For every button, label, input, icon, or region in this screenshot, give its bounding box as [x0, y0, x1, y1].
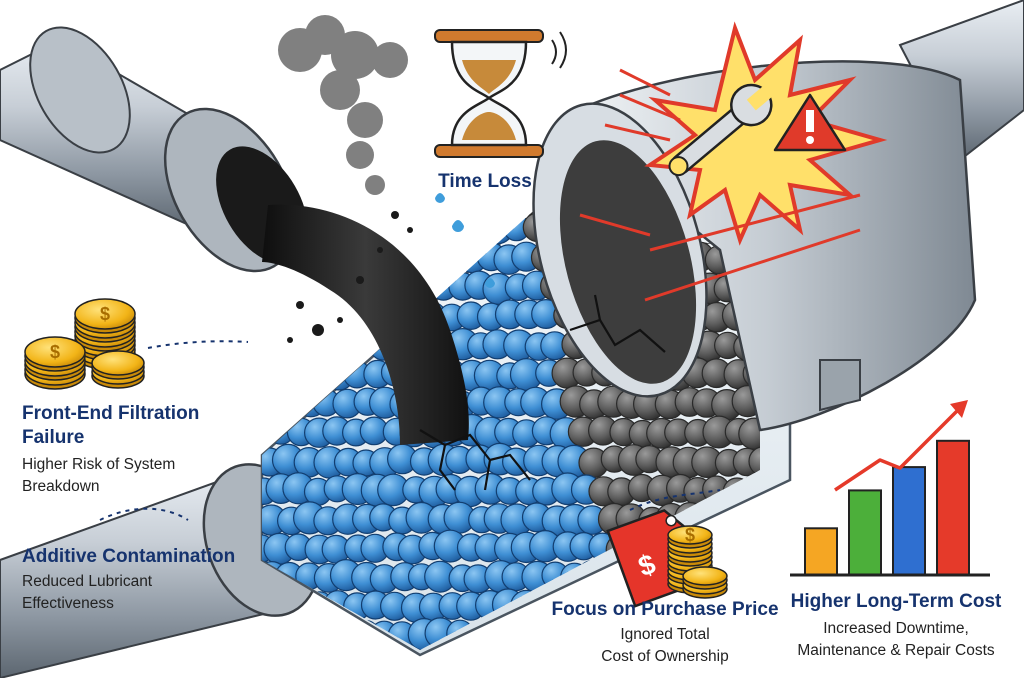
sludge-stream	[262, 204, 469, 445]
additive-sub-2: Effectiveness	[22, 595, 114, 612]
additive-label: Additive Contamination Reduced Lubricant…	[22, 545, 262, 615]
clean-media-bead	[277, 387, 306, 416]
contaminated-media-bead	[743, 532, 760, 560]
cost-bar-2	[848, 489, 882, 576]
time-loss-title: Time Loss	[438, 171, 532, 192]
alert-burst	[579, 21, 888, 302]
front-end-sub-1: Higher Risk of System	[22, 456, 176, 473]
front-end-title-2: Failure	[22, 427, 85, 448]
coin	[24, 336, 86, 368]
front-end-sub-2: Breakdown	[22, 478, 100, 495]
clean-media-bead	[315, 332, 344, 360]
time-loss-label: Time Loss	[410, 170, 560, 194]
clean-media-bead	[262, 621, 286, 650]
contaminated-media-bead	[751, 504, 760, 535]
cost-bar-3	[892, 466, 926, 577]
coin	[74, 298, 136, 330]
clean-media-bead	[262, 299, 276, 331]
long-term-sub-1: Increased Downtime,	[823, 620, 969, 637]
contaminated-media-bead	[750, 561, 760, 592]
front-end-label: Front-End Filtration Failure Higher Risk…	[22, 402, 252, 498]
coin	[682, 566, 728, 586]
coin-dollar-sign: $	[100, 304, 110, 324]
clean-media-bead	[295, 617, 328, 650]
purchase-title: Focus on Purchase Price	[551, 599, 779, 620]
cost-bar-1	[804, 527, 838, 576]
clean-media-bead	[283, 359, 313, 389]
clean-media-bead	[503, 621, 533, 650]
purchase-label: Focus on Purchase Price Ignored Total Co…	[545, 598, 785, 668]
additive-sub-1: Reduced Lubricant	[22, 573, 153, 590]
contaminated-media-bead	[805, 446, 836, 477]
contaminated-media-bead	[788, 445, 817, 474]
additive-title: Additive Contamination	[22, 546, 236, 567]
debris-particles	[287, 211, 413, 343]
front-end-title-1: Front-End Filtration	[22, 403, 200, 424]
contaminated-media-bead	[770, 505, 799, 534]
trend-arrow-icon	[834, 400, 968, 492]
clean-media-bead	[429, 216, 458, 245]
clean-media-bead	[264, 299, 298, 333]
coin-dollar-sign: $	[685, 525, 695, 545]
clean-media-bead	[262, 273, 287, 303]
clean-media-bead	[417, 241, 449, 273]
clean-media-bead	[274, 269, 306, 302]
purchase-sub-2: Cost of Ownership	[601, 648, 729, 665]
water-drops	[435, 193, 495, 288]
smoke	[278, 15, 408, 195]
price-tag-icon: $ $	[606, 509, 728, 608]
clean-media-bead	[341, 205, 370, 215]
clean-media-bead	[436, 244, 466, 274]
contaminated-media-bead	[798, 419, 828, 449]
clean-media-bead	[276, 620, 304, 649]
contaminated-media-bead	[761, 537, 787, 563]
contaminated-media-bead	[797, 473, 829, 505]
inlet-pipe	[0, 26, 308, 273]
bar-chart-icon	[790, 439, 990, 577]
purchase-sub-1: Ignored Total	[620, 626, 710, 643]
clean-media-bead	[323, 205, 354, 214]
clean-media-bead	[262, 387, 286, 419]
crack-lines	[419, 294, 666, 491]
clean-media-bead	[265, 358, 294, 387]
contaminated-media-bead	[728, 558, 760, 593]
clean-media-bead	[262, 356, 278, 389]
contaminated-media-bead	[748, 446, 760, 477]
long-term-title: Higher Long-Term Cost	[790, 591, 1002, 612]
wrench-icon	[668, 83, 773, 177]
clean-media-bead	[406, 211, 437, 243]
hourglass-icon	[434, 29, 567, 158]
coin	[91, 350, 145, 376]
clean-media-bead	[331, 618, 363, 650]
contaminated-media-bead	[730, 503, 760, 532]
clean-media-bead	[465, 212, 495, 242]
long-term-label: Higher Long-Term Cost Increased Downtime…	[778, 590, 1014, 662]
connector-lines	[99, 340, 721, 521]
cost-bar-4	[936, 439, 970, 576]
contaminated-media-bead	[724, 532, 753, 561]
clean-media-bead	[481, 212, 514, 245]
coin-stack-icon: $$	[24, 298, 145, 390]
clean-media-bead	[303, 356, 335, 388]
coin-dollar-sign: $	[50, 342, 60, 362]
clean-media-bead	[322, 301, 351, 330]
warning-icon	[773, 93, 847, 152]
clean-media-bead	[313, 619, 343, 648]
coin	[667, 525, 713, 545]
clean-media-bead	[330, 329, 360, 359]
long-term-sub-2: Maintenance & Repair Costs	[797, 642, 995, 659]
clean-media-bead	[262, 330, 286, 362]
